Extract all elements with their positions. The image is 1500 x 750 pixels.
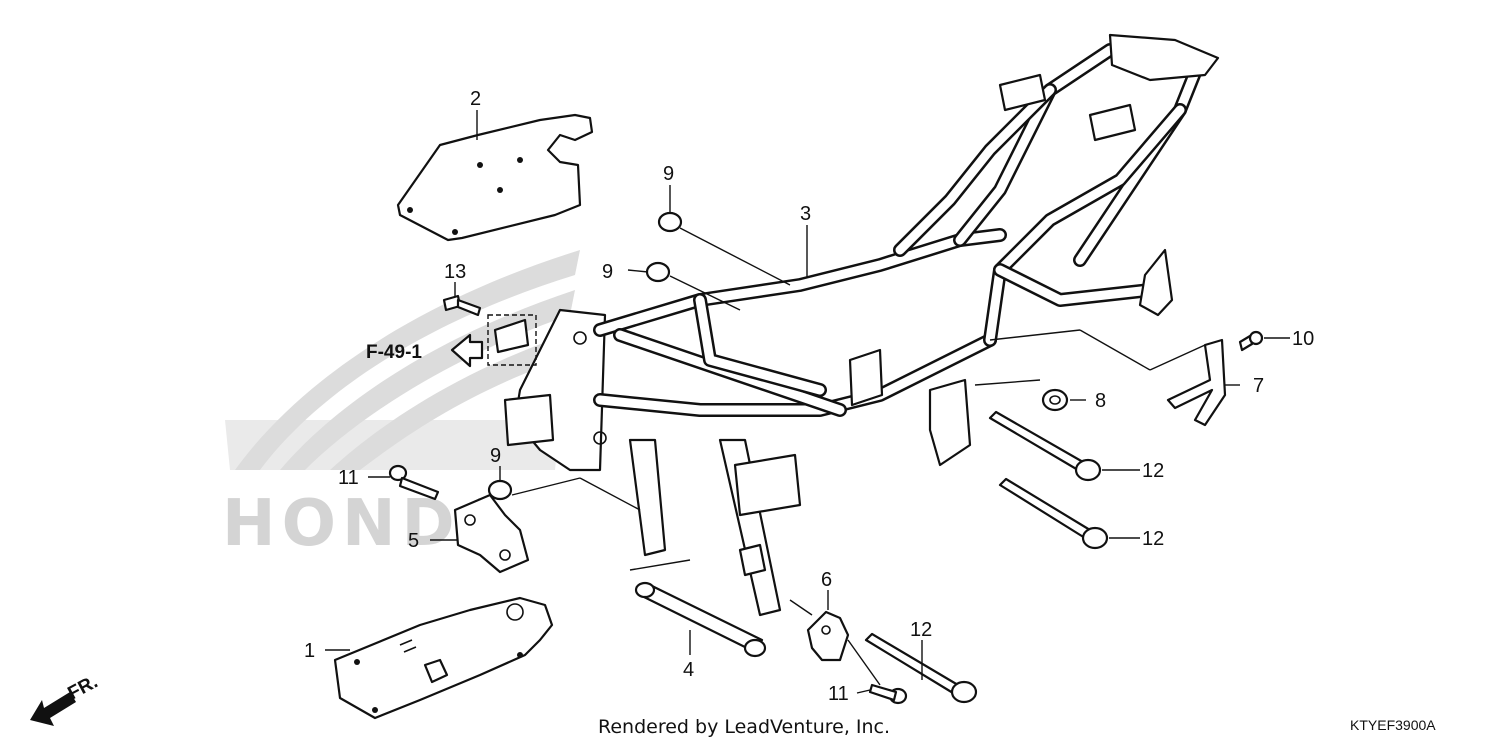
callout-6: 6 [821, 569, 832, 591]
part-10-bolt [1238, 330, 1264, 352]
callout-7: 7 [1253, 375, 1264, 397]
footer-credit: Rendered by LeadVenture, Inc. [598, 716, 890, 738]
leader-lines [325, 110, 1290, 694]
part-8-nut [1041, 388, 1069, 412]
part-1-plate [333, 596, 554, 720]
callout-2: 2 [470, 88, 481, 110]
callout-12-upper: 12 [1142, 460, 1164, 482]
callout-11-bottom: 11 [828, 683, 849, 705]
diagram-code: KTYEF3900A [1350, 717, 1436, 733]
callout-labels: 1 2 3 4 5 6 7 8 9 9 9 10 11 11 12 12 12 … [304, 88, 1314, 705]
callout-10: 10 [1292, 328, 1314, 350]
callout-12-middle: 12 [1142, 528, 1164, 550]
part-3-frame [503, 33, 1220, 617]
callout-1: 1 [304, 640, 315, 662]
callout-13: 13 [444, 261, 466, 283]
part-5-bracket [453, 493, 530, 574]
reference-arrow [450, 314, 537, 368]
callout-4: 4 [683, 659, 694, 681]
callout-8: 8 [1095, 390, 1106, 412]
callout-9-mid: 9 [602, 261, 613, 283]
part-12-bolts [864, 410, 1109, 704]
front-direction-arrow-icon [30, 692, 76, 726]
part-6-bracket [806, 610, 850, 662]
callout-9-top: 9 [663, 163, 674, 185]
callout-11-left: 11 [338, 467, 359, 489]
part-4-shaft [634, 581, 767, 658]
part-2-plate [396, 113, 594, 242]
reference-label: F-49-1 [366, 342, 422, 363]
callout-9-low: 9 [490, 445, 501, 467]
part-7-hook [1166, 338, 1227, 427]
callout-5: 5 [408, 530, 419, 552]
part-11-bolts [388, 464, 908, 705]
part-13-bolt [442, 294, 482, 317]
callout-3: 3 [800, 203, 811, 225]
callout-12-lower: 12 [910, 619, 932, 641]
